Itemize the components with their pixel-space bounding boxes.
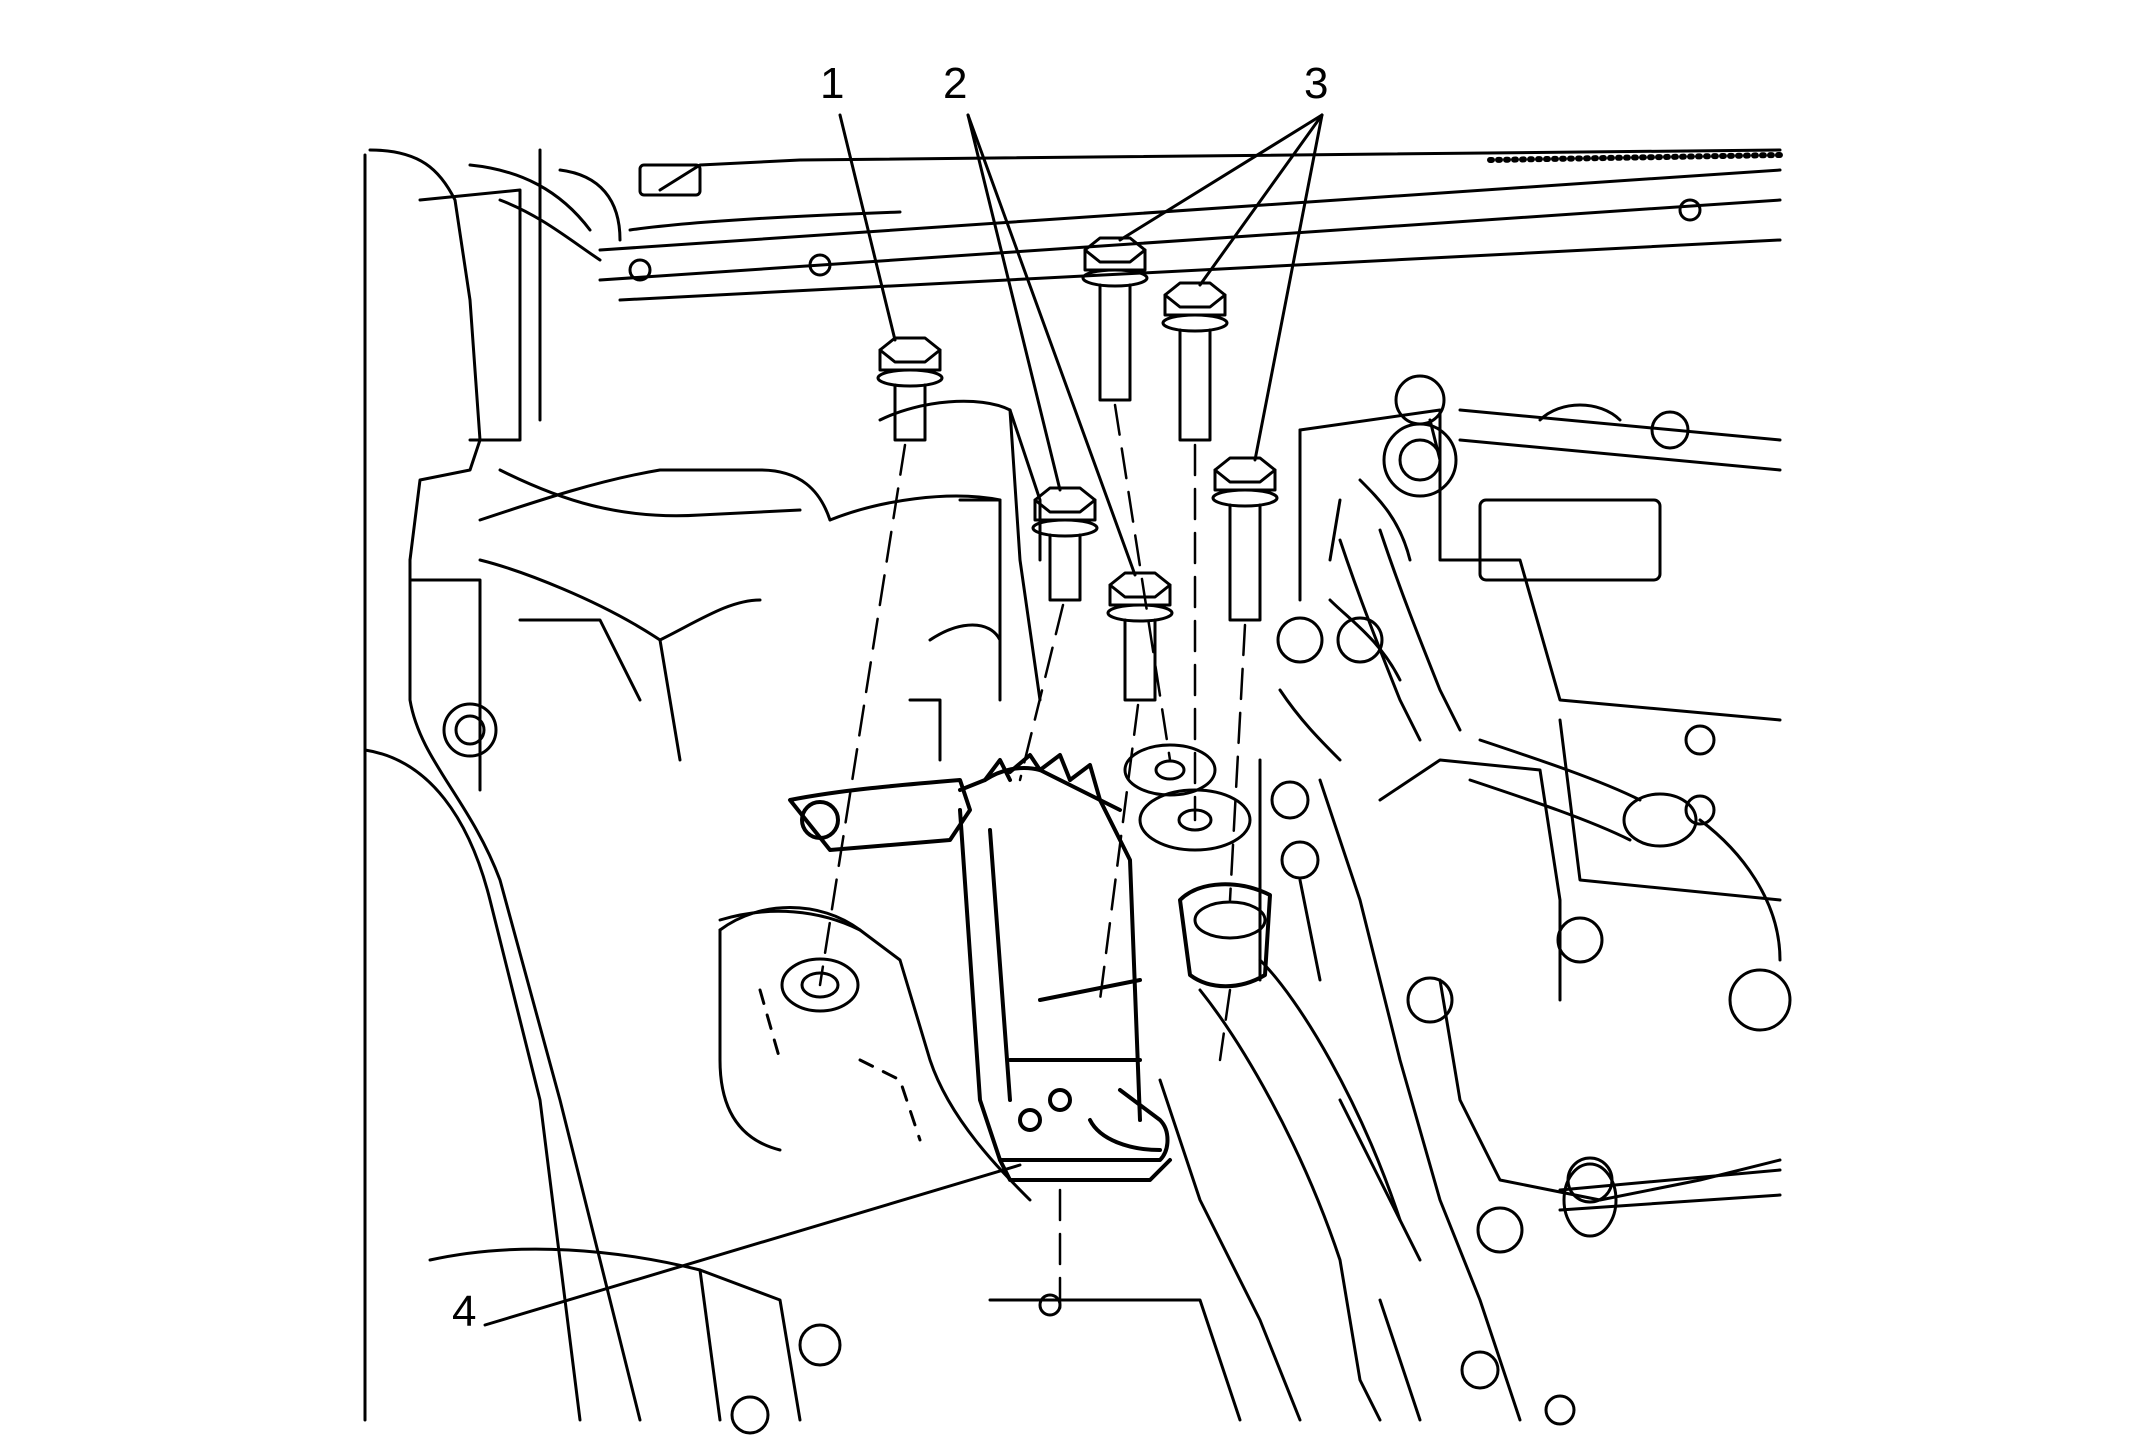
callout-4: 4 [452, 1287, 477, 1336]
bolt-2a [1031, 486, 1099, 602]
engine-mount-bracket [788, 753, 1172, 1182]
callout-3: 3 [1304, 59, 1329, 108]
bolt-3b [1161, 281, 1229, 442]
bolt-3c [1211, 456, 1279, 622]
engine-bay-outline [363, 148, 1792, 1435]
leader-lines [483, 113, 1324, 1327]
bolt-2b [1106, 571, 1174, 702]
mount-pads [718, 743, 1272, 1013]
alignment-lines [818, 403, 1247, 1312]
bolt-1 [876, 336, 944, 442]
bolt-3a [1081, 236, 1149, 402]
callout-2: 2 [943, 59, 968, 108]
callout-1: 1 [820, 59, 845, 108]
